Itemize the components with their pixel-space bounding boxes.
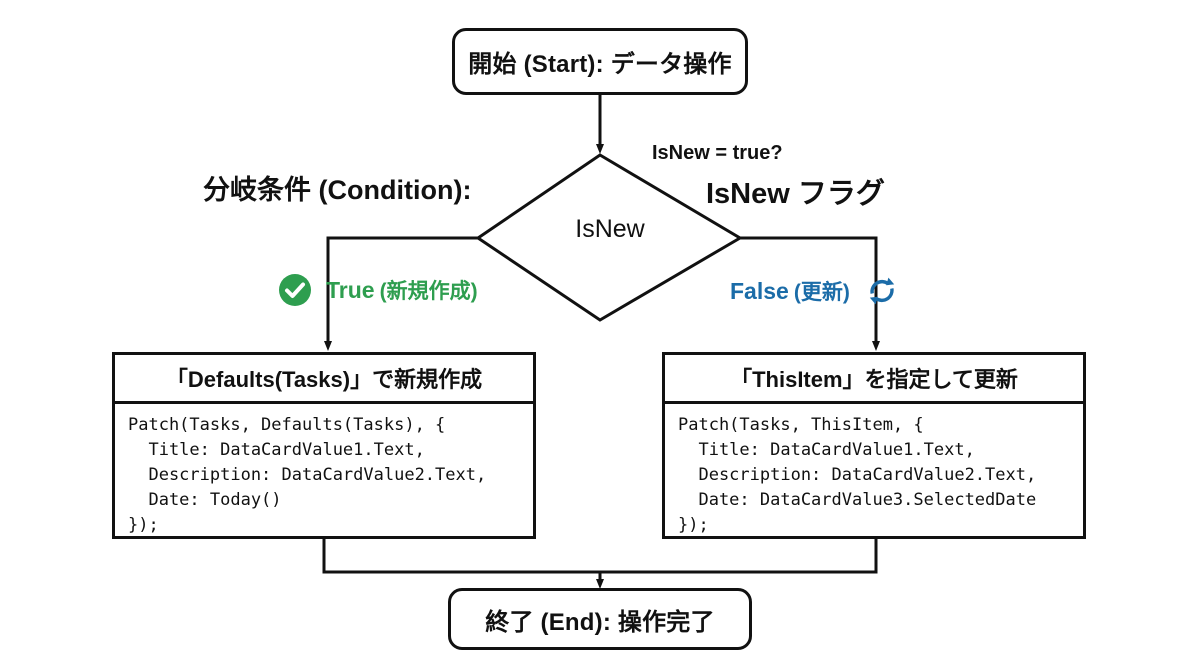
end-node: 終了 (End): 操作完了 (448, 588, 752, 650)
start-node: 開始 (Start): データ操作 (452, 28, 748, 95)
true-branch-label: True (新規作成) (278, 273, 478, 307)
true-branch-main-text: True (326, 276, 375, 303)
new-record-code: Patch(Tasks, Defaults(Tasks), { Title: D… (128, 415, 487, 535)
flag-heading: IsNew フラグ (706, 178, 885, 210)
decision-node-label: IsNew (575, 215, 645, 243)
start-node-label: 開始 (Start): データ操作 (468, 51, 732, 78)
false-branch-main-text: False (730, 277, 789, 304)
check-circle-icon (278, 273, 312, 307)
false-branch-label: False (更新) (730, 273, 900, 309)
refresh-sync-icon (864, 273, 900, 309)
update-record-code: Patch(Tasks, ThisItem, { Title: DataCard… (678, 415, 1037, 535)
new-record-box-header: 「Defaults(Tasks)」で新規作成 (115, 355, 533, 404)
new-record-box: 「Defaults(Tasks)」で新規作成 Patch(Tasks, Defa… (112, 352, 536, 539)
flag-sub-heading: IsNew = true? (652, 142, 783, 164)
true-branch-sub-text: (新規作成) (379, 280, 478, 303)
update-record-box: 「ThisItem」を指定して更新 Patch(Tasks, ThisItem,… (662, 352, 1086, 539)
update-record-box-header: 「ThisItem」を指定して更新 (665, 355, 1083, 404)
condition-heading: 分岐条件 (Condition): (203, 175, 472, 205)
end-node-label: 終了 (End): 操作完了 (485, 608, 715, 636)
false-branch-sub-text: (更新) (793, 281, 850, 304)
